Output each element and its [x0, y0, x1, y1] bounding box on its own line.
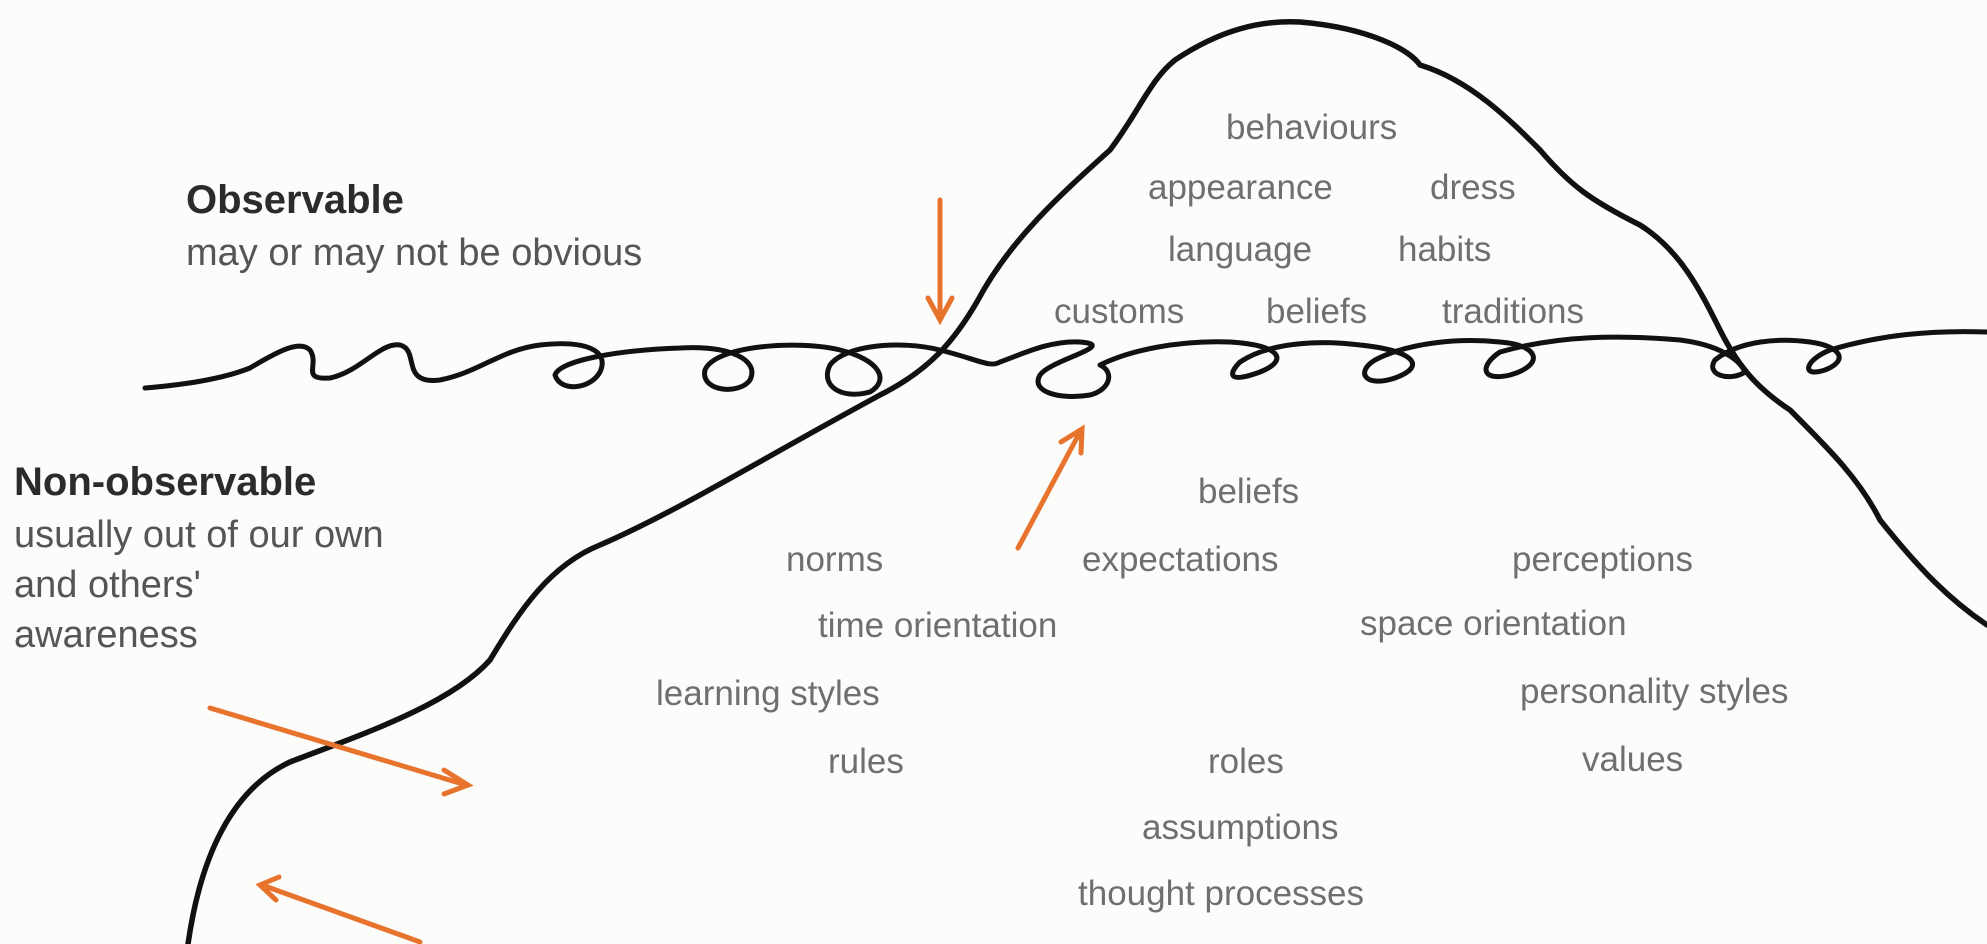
arrow-right-to-iceberg: [210, 708, 468, 794]
non-observable-heading: Non-observable: [14, 462, 316, 502]
label-dress: dress: [1430, 170, 1516, 205]
label-traditions: traditions: [1442, 294, 1584, 329]
label-roles: roles: [1208, 744, 1284, 779]
observable-subtext: may or may not be obvious: [186, 228, 642, 278]
label-expectations: expectations: [1082, 542, 1279, 577]
label-perceptions: perceptions: [1512, 542, 1693, 577]
arrow-up-to-waterline: [1018, 429, 1082, 548]
waterline-waves: [145, 332, 1987, 397]
label-personality-styles: personality styles: [1520, 674, 1788, 709]
label-beliefs-above: beliefs: [1266, 294, 1367, 329]
label-space-orientation: space orientation: [1360, 606, 1627, 641]
label-learning-styles: learning styles: [656, 676, 880, 711]
label-habits: habits: [1398, 232, 1491, 267]
non-observable-subtext-line-2: and others': [14, 560, 201, 610]
label-language: language: [1168, 232, 1312, 267]
label-behaviours: behaviours: [1226, 110, 1397, 145]
label-rules: rules: [828, 744, 904, 779]
label-assumptions: assumptions: [1142, 810, 1338, 845]
arrow-left-to-iceberg: [260, 877, 420, 942]
iceberg-outline: [188, 22, 1987, 944]
label-customs: customs: [1054, 294, 1184, 329]
arrow-down-to-waterline: [928, 200, 952, 320]
label-values: values: [1582, 742, 1683, 777]
observable-heading: Observable: [186, 180, 404, 220]
non-observable-subtext-line-1: usually out of our own: [14, 510, 384, 560]
non-observable-subtext-line-3: awareness: [14, 610, 198, 660]
label-thought-processes: thought processes: [1078, 876, 1364, 911]
label-time-orientation: time orientation: [818, 608, 1057, 643]
label-appearance: appearance: [1148, 170, 1333, 205]
label-beliefs-below: beliefs: [1198, 474, 1299, 509]
label-norms: norms: [786, 542, 883, 577]
